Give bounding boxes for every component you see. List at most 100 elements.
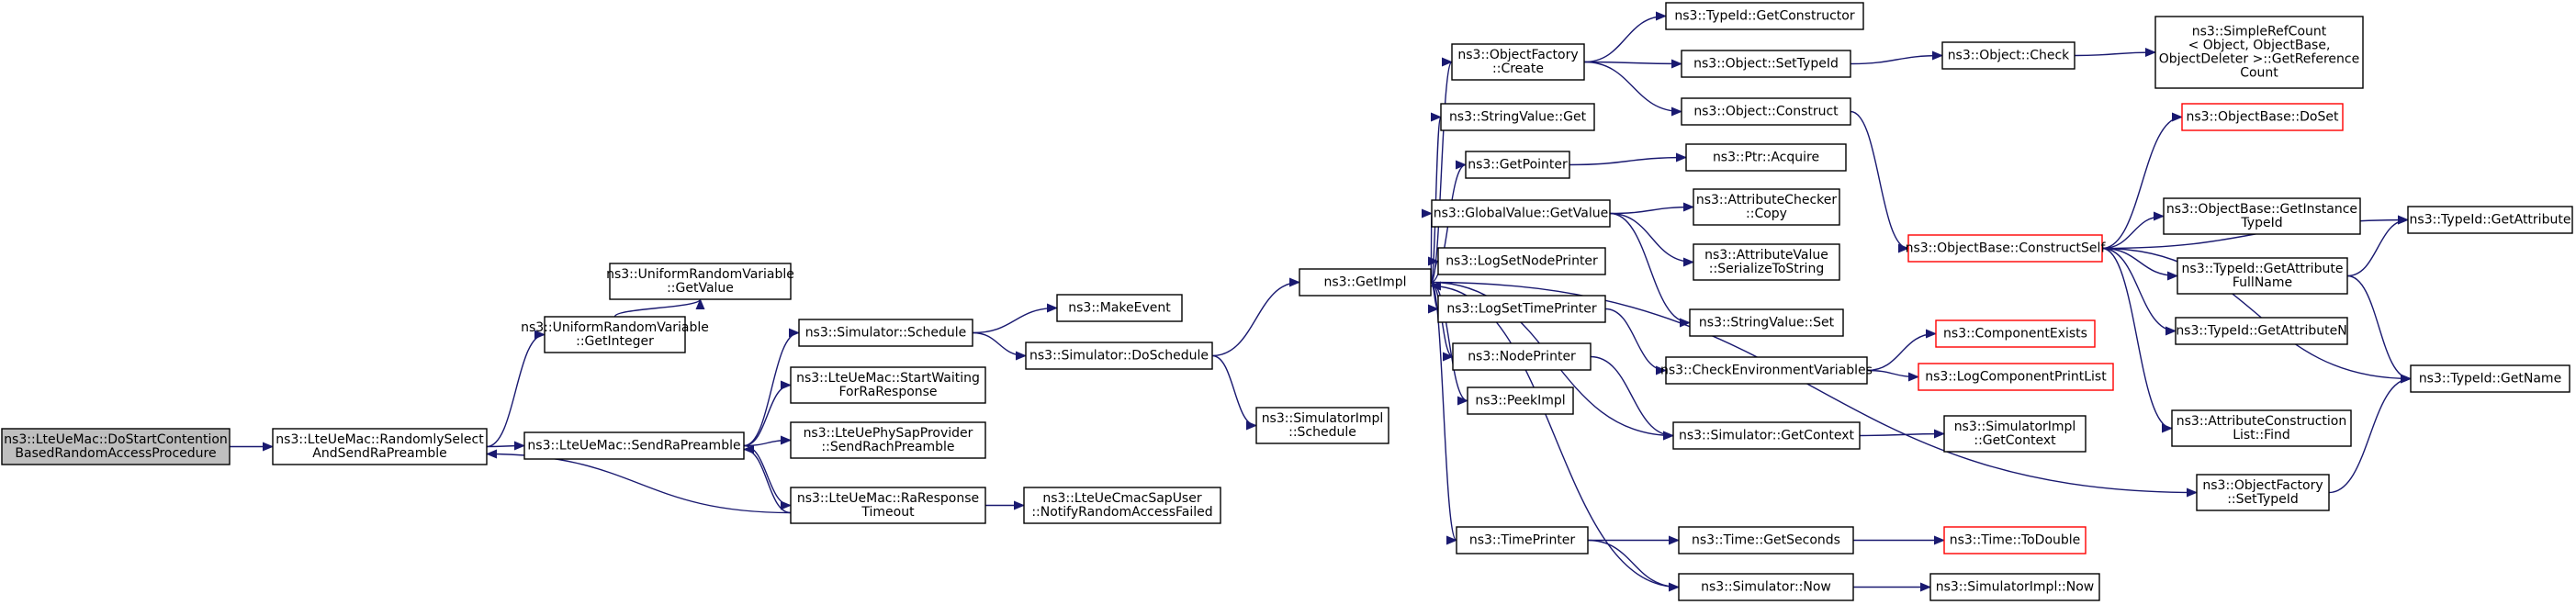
node-label: ns3::SimulatorImpl::Now <box>1936 580 2095 595</box>
node-label: ns3::AttributeChecker <box>1696 193 1838 207</box>
node-label: ns3::ObjectFactory <box>2202 478 2323 493</box>
function-nodes: ns3::LteUeMac::DoStartContentionBasedRan… <box>1 2 2573 601</box>
node-label: ns3::Ptr::Acquire <box>1713 151 1819 165</box>
node-label: ns3::LteUeMac::DoStartContention <box>4 432 228 447</box>
edge-getimpl-to-timeprinter <box>1430 281 1457 545</box>
node-label: ::NotifyRandomAccessFailed <box>1031 505 1212 520</box>
node-logcompprint[interactable]: ns3::LogComponentPrintList <box>1918 363 2114 391</box>
edge-sendra-to-ratimeout <box>743 444 792 510</box>
edge-objbase_constructself-to-attrconst_find <box>2101 247 2173 433</box>
node-box <box>523 431 745 460</box>
edge-logsettime-to-checkenv <box>1604 308 1667 375</box>
node-label: ns3::LteUeMac::StartWaiting <box>796 371 980 386</box>
node-urv_val[interactable]: ns3::UniformRandomVariable::GetValue <box>606 263 794 300</box>
node-box <box>2196 474 2330 511</box>
node-dosched[interactable]: ns3::Simulator::DoSchedule <box>1025 342 1213 370</box>
node-attrchk_copy[interactable]: ns3::AttributeChecker::Copy <box>1693 188 1840 226</box>
node-label: ns3::LteUeMac::SendRaPreamble <box>527 439 740 454</box>
node-ptr_acquire[interactable]: ns3::Ptr::Acquire <box>1685 143 1847 172</box>
node-box <box>1437 247 1606 275</box>
node-attrval_ser[interactable]: ns3::AttributeValue::SerializeToString <box>1693 243 1840 281</box>
node-sim_sched[interactable]: ns3::Simulator::Schedule <box>798 319 973 347</box>
node-box <box>1941 41 2075 70</box>
node-strval_set[interactable]: ns3::StringValue::Set <box>1689 308 1844 337</box>
node-time_todouble[interactable]: ns3::Time::ToDouble <box>1943 526 2087 554</box>
node-peekimpl[interactable]: ns3::PeekImpl <box>1467 386 1574 415</box>
call-edges <box>230 11 2412 592</box>
node-simplerefcount[interactable]: ns3::SimpleRefCount< Object, ObjectBase,… <box>2154 16 2364 89</box>
node-label: ns3::Object::SetTypeId <box>1693 57 1839 72</box>
edge-objfac_settypeid-to-typeid_getname <box>2328 374 2412 494</box>
node-box <box>1935 319 2096 348</box>
node-box <box>1299 268 1432 297</box>
edge-objbase_constructself-to-typeid_getname <box>2101 247 2412 384</box>
node-label: ns3::GlobalValue::GetValue <box>1434 207 1608 221</box>
node-sendra[interactable]: ns3::LteUeMac::SendRaPreamble <box>523 431 745 460</box>
node-typeid_getattrn[interactable]: ns3::TypeId::GetAttributeN <box>2175 317 2348 345</box>
node-simimpl_getctx[interactable]: ns3::SimulatorImpl::GetContext <box>1943 415 2087 453</box>
node-label: ns3::PeekImpl <box>1475 394 1565 409</box>
node-obj_check[interactable]: ns3::Object::Check <box>1941 41 2075 70</box>
node-label: ns3::LteUeMac::RandomlySelect <box>276 432 484 447</box>
edge-obj_settypeid-to-obj_check <box>1850 50 1943 65</box>
node-obj_construct[interactable]: ns3::Object::Construct <box>1681 97 1851 126</box>
node-box <box>1452 342 1592 371</box>
node-box <box>1929 573 2100 601</box>
node-compexists[interactable]: ns3::ComponentExists <box>1935 319 2096 348</box>
node-box <box>1685 143 1847 172</box>
edge-checkenv-to-logcompprint <box>1866 369 1919 382</box>
node-objfac_settypeid[interactable]: ns3::ObjectFactory::SetTypeId <box>2196 474 2330 511</box>
node-objbase_constructself[interactable]: ns3::ObjectBase::ConstructSelf <box>1906 234 2107 263</box>
edge-timeprinter-to-sim_now <box>1587 539 1680 592</box>
node-getimpl[interactable]: ns3::GetImpl <box>1299 268 1432 297</box>
node-box <box>790 366 986 404</box>
node-sim_getctx[interactable]: ns3::Simulator::GetContext <box>1672 421 1861 450</box>
edge-rsel-to-urv_int <box>486 330 546 448</box>
node-label: ns3::TypeId::GetName <box>2419 372 2561 386</box>
node-label: ns3::Simulator::DoSchedule <box>1029 349 1209 364</box>
node-getpointer[interactable]: ns3::GetPointer <box>1465 151 1570 179</box>
node-typeid_getname[interactable]: ns3::TypeId::GetName <box>2410 364 2570 393</box>
node-simimpl_sched[interactable]: ns3::SimulatorImpl::Schedule <box>1255 407 1389 444</box>
node-urv_int[interactable]: ns3::UniformRandomVariable::GetInteger <box>521 316 709 353</box>
node-makeevent[interactable]: ns3::MakeEvent <box>1056 294 1183 322</box>
node-label: ns3::ObjectBase::GetInstance <box>2166 202 2357 217</box>
node-objbase_doset[interactable]: ns3::ObjectBase::DoSet <box>2181 103 2344 131</box>
node-logsetnode[interactable]: ns3::LogSetNodePrinter <box>1437 247 1606 275</box>
node-root[interactable]: ns3::LteUeMac::DoStartContentionBasedRan… <box>1 428 231 465</box>
node-box <box>2163 197 2361 235</box>
node-objfac_create[interactable]: ns3::ObjectFactory::Create <box>1451 43 1585 81</box>
node-nodeprinter[interactable]: ns3::NodePrinter <box>1452 342 1592 371</box>
node-label: ns3::CheckEnvironmentVariables <box>1660 364 1873 378</box>
edge-objbase_constructself-to-objbase_getinst <box>2101 211 2165 250</box>
node-strval_get[interactable]: ns3::StringValue::Get <box>1440 103 1595 131</box>
node-label: ns3::LogSetTimePrinter <box>1446 302 1597 317</box>
node-label: ns3::TimePrinter <box>1469 533 1576 548</box>
node-physap[interactable]: ns3::LteUePhySapProvider::SendRachPreamb… <box>790 421 986 459</box>
edge-sendra-to-sim_sched <box>743 328 800 447</box>
node-notify[interactable]: ns3::LteUeCmacSapUser::NotifyRandomAcces… <box>1023 487 1221 524</box>
node-label: ::GetValue <box>667 281 734 296</box>
node-label: ::SerializeToString <box>1709 262 1824 276</box>
node-box <box>1693 243 1840 281</box>
node-rsel[interactable]: ns3::LteUeMac::RandomlySelectAndSendRaPr… <box>272 428 488 465</box>
node-simimpl_now[interactable]: ns3::SimulatorImpl::Now <box>1929 573 2100 601</box>
node-checkenv[interactable]: ns3::CheckEnvironmentVariables <box>1660 356 1873 385</box>
edge-sendra-to-startwait <box>743 380 792 447</box>
node-gv_getvalue[interactable]: ns3::GlobalValue::GetValue <box>1431 199 1611 228</box>
node-label: ns3::LogComponentPrintList <box>1925 370 2107 385</box>
node-box <box>2181 103 2344 131</box>
node-typeid_getctor[interactable]: ns3::TypeId::GetConstructor <box>1665 2 1864 30</box>
node-logsettime[interactable]: ns3::LogSetTimePrinter <box>1437 295 1606 323</box>
node-timeprinter[interactable]: ns3::TimePrinter <box>1456 526 1589 554</box>
node-typeid_getattr[interactable]: ns3::TypeId::GetAttribute <box>2407 206 2573 234</box>
node-time_getsec[interactable]: ns3::Time::GetSeconds <box>1678 526 1854 554</box>
node-label: ns3::StringValue::Get <box>1449 110 1587 125</box>
node-obj_settypeid[interactable]: ns3::Object::SetTypeId <box>1681 50 1851 78</box>
node-sim_now[interactable]: ns3::Simulator::Now <box>1678 573 1854 601</box>
